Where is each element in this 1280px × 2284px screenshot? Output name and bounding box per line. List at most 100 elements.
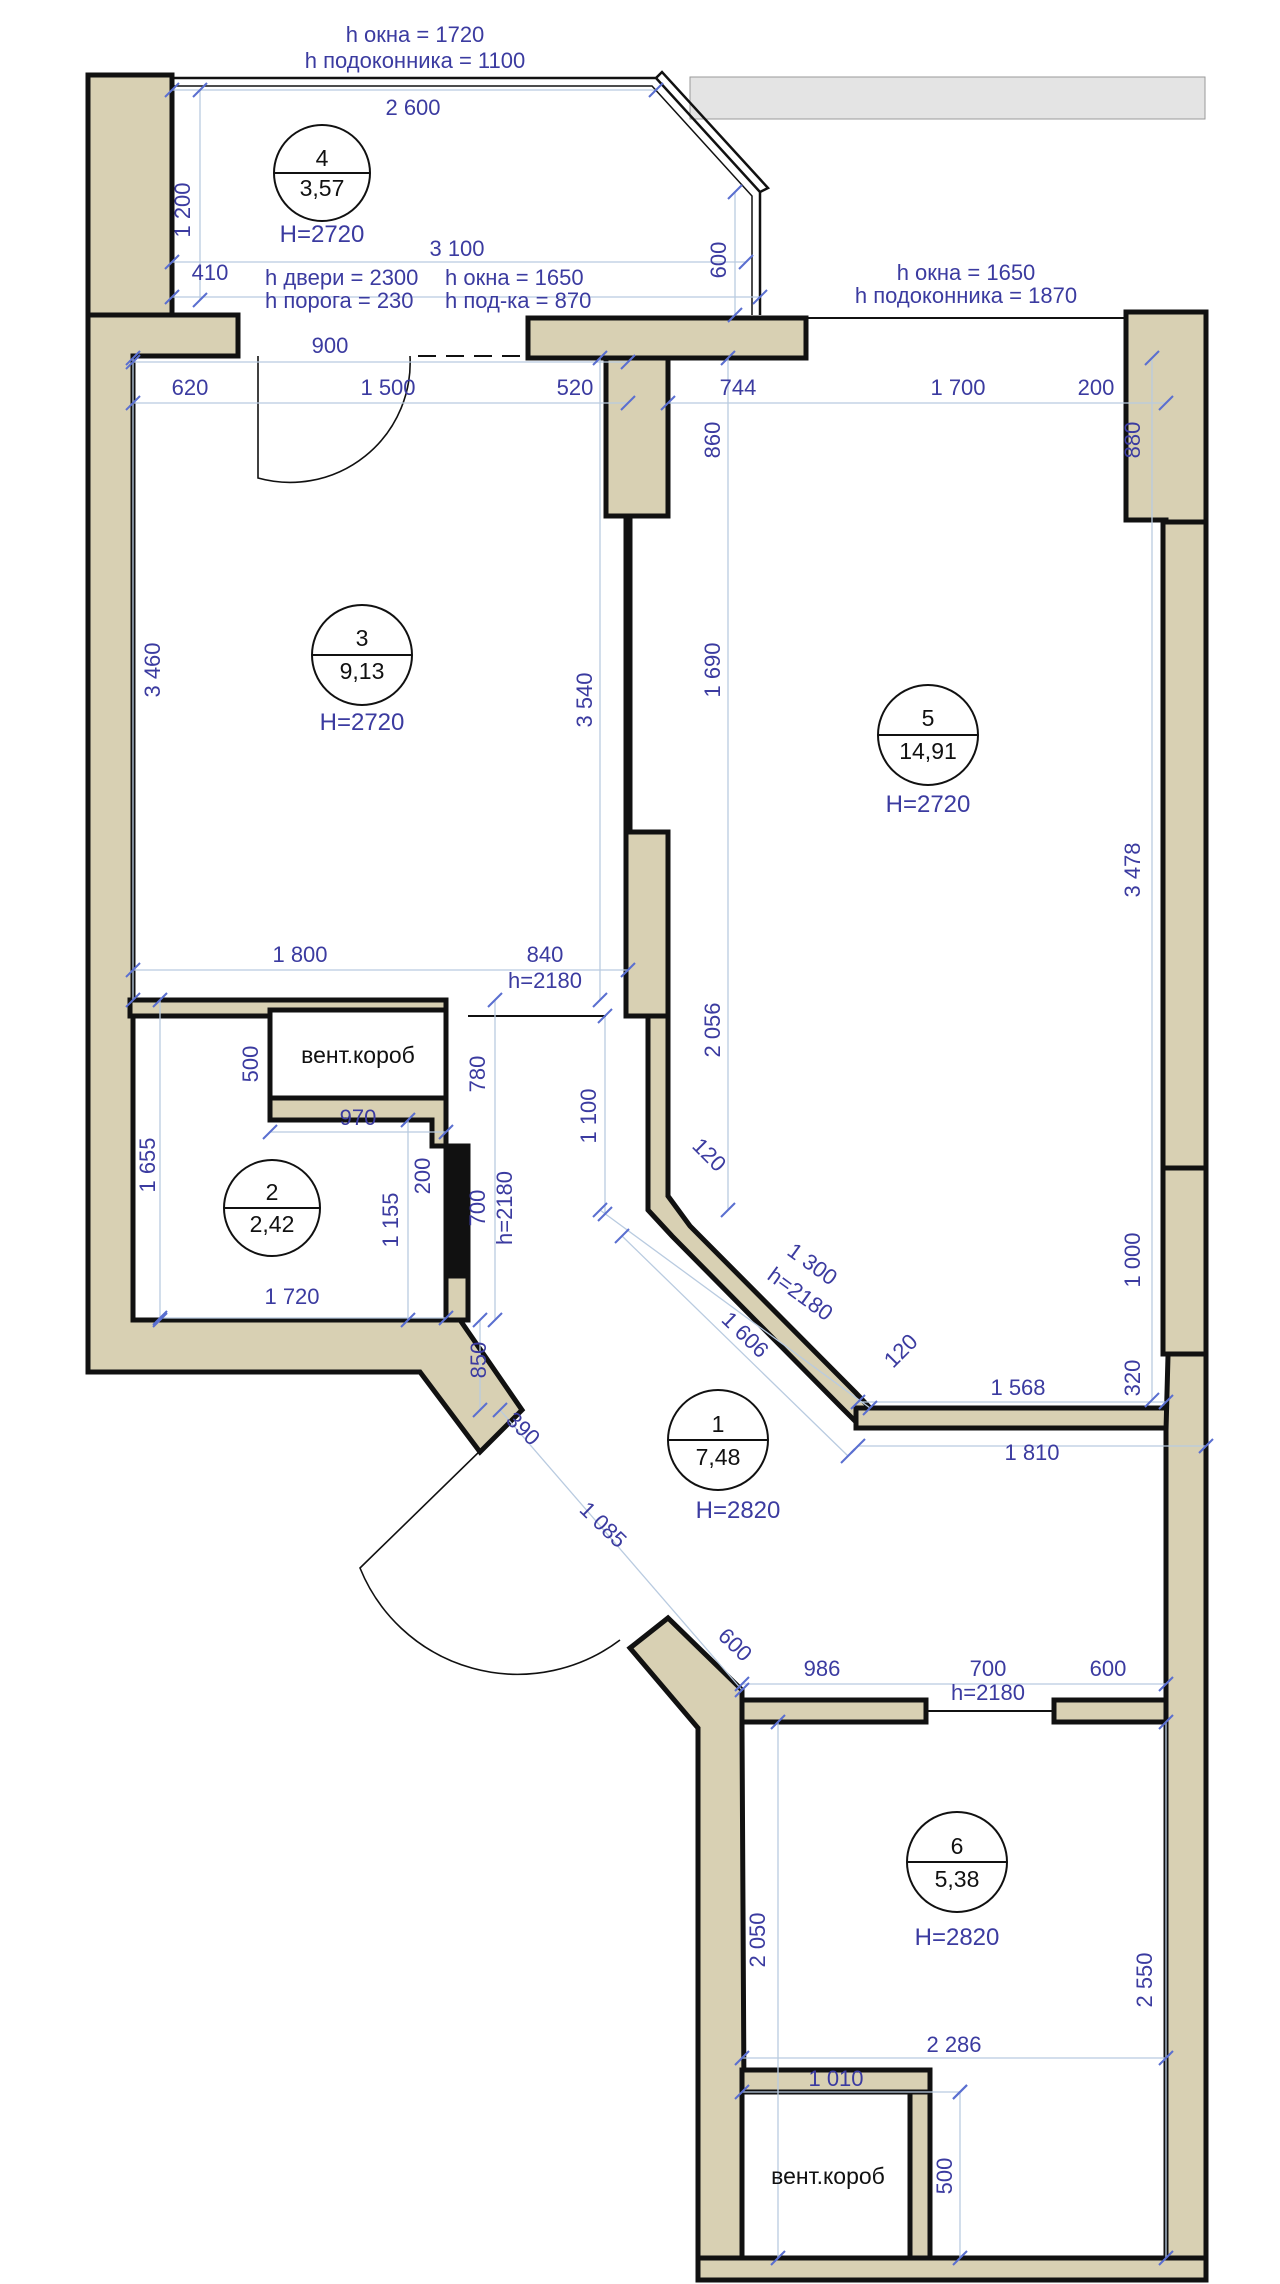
room3-bottom-dim: 1 800 — [272, 942, 327, 967]
room3-area: 9,13 — [340, 658, 385, 684]
room6-door-dim: 700 — [970, 1656, 1007, 1681]
dimension-tick — [850, 1394, 866, 1410]
room5-diag-b-dim: 120 — [879, 1329, 923, 1373]
room5-right-mid-dim: 3 478 — [1120, 842, 1145, 897]
dimension-tick — [770, 1714, 786, 1730]
wall-room6-top-right — [1051, 1697, 1169, 1725]
wall-diagonal — [645, 1013, 874, 1426]
room-marker-1: 1 7,48 H=2820 — [667, 1389, 781, 1524]
room-marker-3: 3 9,13 H=2720 — [311, 604, 413, 736]
room2-bottom-dim: 1 720 — [264, 1284, 319, 1309]
dimension-tick — [720, 350, 736, 366]
room2-vent-width-dim: 970 — [340, 1105, 377, 1130]
room2-upper-dim: 780 — [465, 1056, 490, 1093]
room2-left-dim: 1 655 — [135, 1137, 160, 1192]
dimension-tick — [125, 350, 141, 366]
room6-right-dim: 2 550 — [1132, 1952, 1157, 2007]
room2-door-dim: 700 — [465, 1190, 490, 1227]
wall-top-mid — [525, 315, 809, 361]
room2-number: 2 — [266, 1179, 279, 1205]
dimension-tick — [727, 184, 743, 200]
dimension-tick — [620, 354, 636, 370]
room6-top-right-dim: 600 — [1090, 1656, 1127, 1681]
dimension-tick — [487, 992, 503, 1008]
room4-number: 4 — [316, 145, 329, 171]
room2-door-h: h=2180 — [492, 1171, 517, 1245]
dimension-tick — [262, 1124, 278, 1140]
room5-right-top-dim: 880 — [1120, 422, 1145, 459]
hall-number: 1 — [712, 1411, 725, 1437]
dimension-tick — [592, 350, 608, 366]
dimension-tick — [840, 1448, 856, 1464]
wall-balcony-left — [85, 72, 175, 318]
room6-number: 6 — [951, 1833, 964, 1859]
room3-left-dim: 620 — [172, 375, 209, 400]
room3-door-bottom-dim: 840 — [527, 942, 564, 967]
wall-partition-3-5 — [603, 355, 671, 1019]
hall-right-dim: 1 810 — [1004, 1440, 1059, 1465]
room5-left-mid-dim: 1 690 — [700, 642, 725, 697]
dimension-tick — [738, 254, 754, 270]
dimension-tick — [125, 992, 141, 1008]
room5-bottom-corner-dim: 320 — [1120, 1360, 1145, 1397]
door-room3-swing — [257, 355, 411, 484]
room6-vent-label: вент.короб — [771, 2163, 885, 2189]
hall-ceiling: H=2820 — [696, 1497, 781, 1524]
room6-vent-depth-dim: 500 — [932, 2158, 957, 2195]
balcony-door-sill: h под-ка = 870 — [445, 288, 591, 313]
room3-right-dim: 520 — [557, 375, 594, 400]
dimension-tick — [164, 254, 180, 270]
balcony-rail — [172, 76, 762, 315]
room5-window-dim: 1 700 — [930, 375, 985, 400]
balcony-width-dim: 2 600 — [385, 95, 440, 120]
dimension-tick — [734, 2050, 750, 2066]
room6-left-dim: 2 050 — [745, 1912, 770, 1967]
wall-right-upper — [1160, 519, 1209, 1171]
hall-upper-dim: 1 100 — [576, 1088, 601, 1143]
dimension-tick — [152, 1310, 168, 1326]
dimension-tick — [152, 1312, 168, 1328]
doors — [257, 317, 1126, 1712]
dimension-tick — [1198, 1438, 1214, 1454]
living-window-height: h окна = 1650 — [897, 260, 1036, 285]
dimension-tick — [862, 1400, 878, 1416]
room5-left-low-dim: 2 056 — [700, 1002, 725, 1057]
wall-room6-top-left — [739, 1697, 929, 1725]
balcony-door-height: h двери = 2300 — [265, 265, 418, 290]
room6-area: 5,38 — [935, 1866, 980, 1892]
room6-top-left-dim: 986 — [804, 1656, 841, 1681]
wall-right-segment — [1160, 1165, 1209, 1357]
room2-vent-label: вент.короб — [301, 1042, 415, 1068]
wall-entry-right — [626, 1614, 748, 2279]
balcony-door-window: h окна = 1650 — [445, 265, 584, 290]
dimension-tick — [125, 395, 141, 411]
balcony-window-height: h окна = 1720 — [346, 22, 485, 47]
room5-top-right-dim: 200 — [1078, 375, 1115, 400]
dimension-tick — [592, 1202, 608, 1218]
room6-vent-width-dim: 1 010 — [808, 2066, 863, 2091]
exterior-strip — [689, 76, 1206, 120]
room6-door-h: h=2180 — [951, 1680, 1025, 1705]
wall-room5-bottom — [853, 1405, 1171, 1431]
dimension-tick — [952, 2084, 968, 2100]
dimension-tick — [152, 992, 168, 1008]
dimension-tick — [734, 1682, 750, 1698]
dimension-tick — [597, 1206, 613, 1222]
dimension-tick — [472, 1312, 488, 1328]
dimension-tick — [438, 1310, 454, 1326]
dimension-tick — [1158, 2050, 1174, 2066]
room3-number: 3 — [356, 625, 369, 651]
dimension-tick — [487, 1312, 503, 1328]
dimension-tick — [727, 307, 743, 323]
dimension-tick — [734, 2084, 750, 2100]
vent-box-room2 — [267, 1007, 449, 1101]
dimension-tick — [648, 82, 664, 98]
dimension-tick — [125, 962, 141, 978]
dimension-tick — [400, 1312, 416, 1328]
room-marker-5: 5 14,91 H=2720 — [877, 684, 979, 818]
room3-height-right-dim: 3 540 — [572, 672, 597, 727]
dimension-tick — [438, 1124, 454, 1140]
room3-door-h: h=2180 — [508, 968, 582, 993]
balcony-depth-dim: 1 200 — [170, 182, 195, 237]
